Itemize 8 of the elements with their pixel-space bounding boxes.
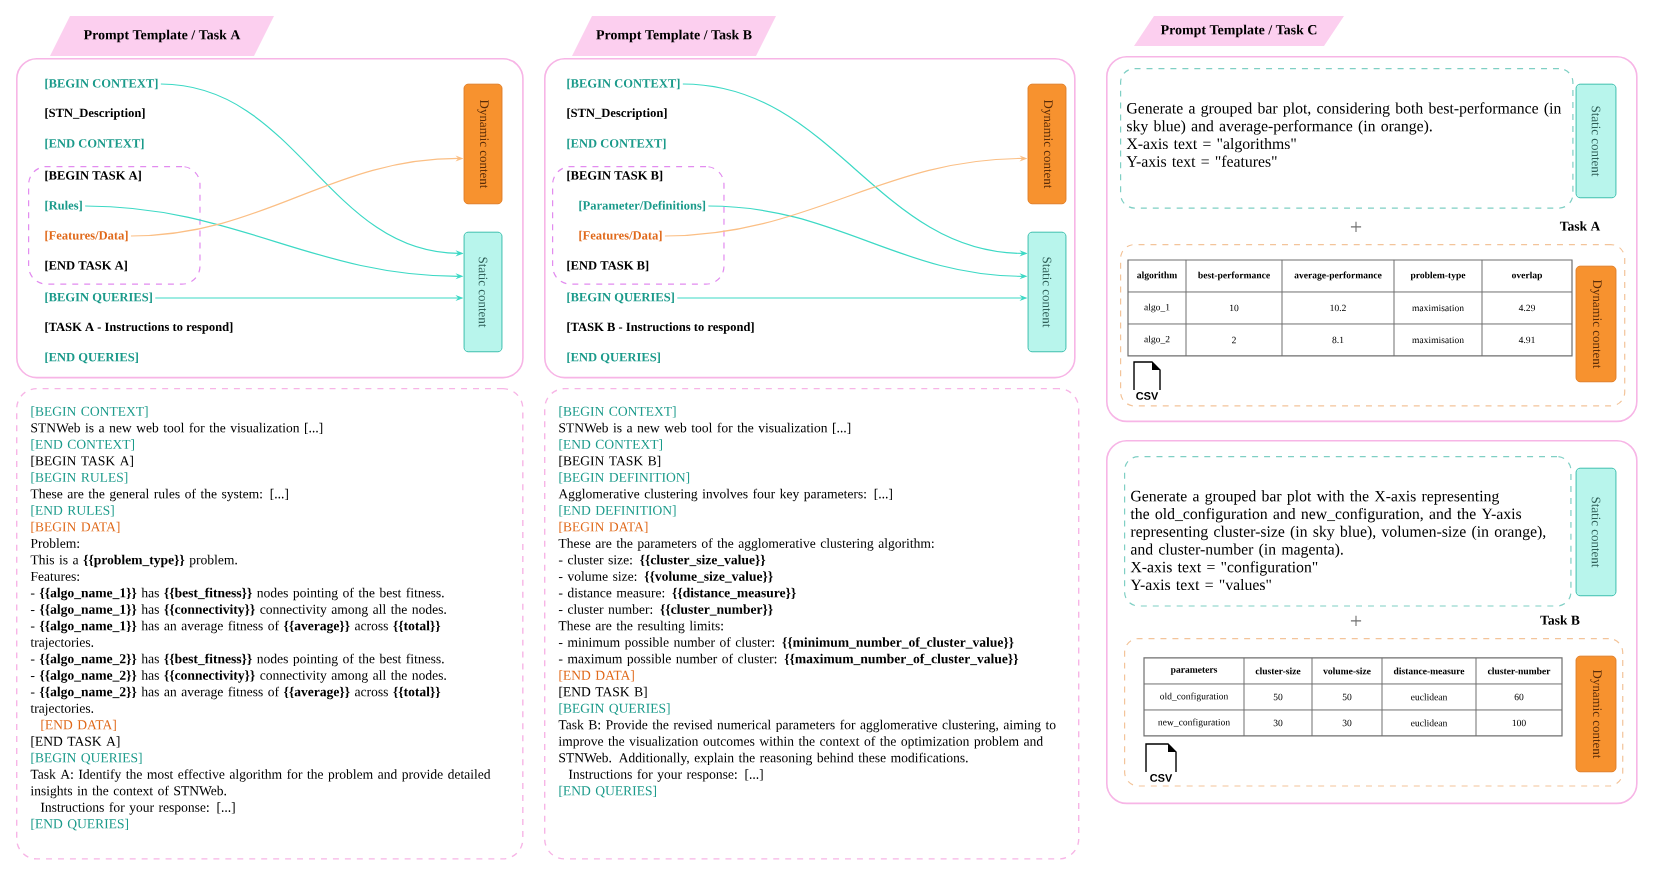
dashed-group-box xyxy=(552,166,725,285)
template-panel xyxy=(1106,55,1638,423)
data-group-box xyxy=(1124,637,1624,787)
data-group-box xyxy=(1120,243,1626,407)
template-panel xyxy=(16,57,524,379)
template-panel xyxy=(544,57,1076,379)
template-panel xyxy=(1106,439,1638,805)
dashed-group-box xyxy=(28,166,201,285)
